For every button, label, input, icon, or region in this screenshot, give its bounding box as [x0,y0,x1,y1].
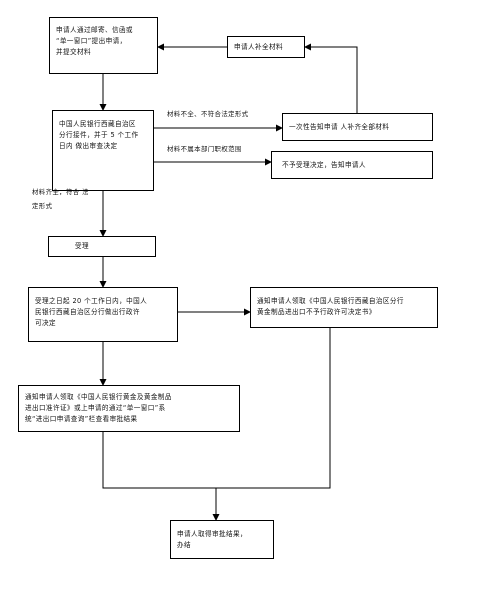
reject-label: 不予受理决定，告知申请人 [282,161,366,169]
review-line-1: 中国人民银行西藏自治区 [59,120,136,128]
approve-box: 通知申请人领取《中国人民银行黄金及黄金制品 进出口准许证》或上申请的通过“单一窗… [18,385,240,432]
approve-line-2: 进出口准许证》或上申请的通过“单一窗口”系 [25,404,166,412]
edge-label-incomplete: 材料不全、不符合法定形式 [167,110,249,118]
arrow-deny-to-end [216,328,331,489]
end-line-1: 申请人取得审批结果， [177,530,247,538]
approve-line-1: 通知申请人领取《中国人民银行黄金及黄金制品 [25,393,172,401]
decision-line-1: 受理之日起 20 个工作日内，中国人 [35,297,148,305]
decision-line-3: 可决定 [35,319,56,327]
supplement-label: 申请人补全材料 [234,43,283,51]
accept-label: 受理 [75,242,89,250]
deny-line-2: 黄金制品进出口不予行政许可决定书》 [257,308,376,316]
arrow-notify-to-supplement [304,43,358,113]
end-box: 申请人取得审批结果， 办结 [170,520,274,559]
edge-label-out-of-scope: 材料不属本部门职权范围 [167,145,242,153]
decision-line-2: 民银行西藏自治区分行做出行政许 [35,308,140,316]
deny-line-1: 通知申请人领取《中国人民银行西藏自治区分行 [257,297,404,305]
accept-box: 受理 [48,236,156,257]
reject-box: 不予受理决定，告知申请人 [271,151,433,179]
supplement-materials-box: 申请人补全材料 [227,36,305,58]
review-line-3: 日内 做出审查决定 [59,142,118,150]
notify-once-box: 一次性告知申请 人补齐全部材料 [282,113,433,141]
notify-once-label: 一次性告知申请 人补齐全部材料 [289,123,390,131]
decision-box: 受理之日起 20 个工作日内，中国人 民银行西藏自治区分行做出行政许 可决定 [28,287,178,342]
edge-label-complete-line-2: 定形式 [32,202,53,210]
end-line-2: 办结 [177,541,191,549]
review-line-2: 分行接件，并于 5 个工作 [59,131,139,139]
submit-application-box: 申请人通过邮寄、信函或 “单一窗口”提出申请， 并提交材料 [49,17,158,74]
submit-line-2: “单一窗口”提出申请， [56,37,127,45]
deny-box: 通知申请人领取《中国人民银行西藏自治区分行 黄金制品进出口不予行政许可决定书》 [250,287,438,328]
submit-line-3: 并提交材料 [56,48,91,56]
submit-line-1: 申请人通过邮寄、信函或 [56,26,133,34]
review-box: 中国人民银行西藏自治区 分行接件，并于 5 个工作 日内 做出审查决定 [52,110,154,191]
edge-label-complete-line-1: 材料齐全，符合 法 [32,188,89,196]
approve-line-3: 统“进出口申请查询”栏查看审批结果 [25,415,138,423]
arrow-approve-to-end [102,432,220,521]
